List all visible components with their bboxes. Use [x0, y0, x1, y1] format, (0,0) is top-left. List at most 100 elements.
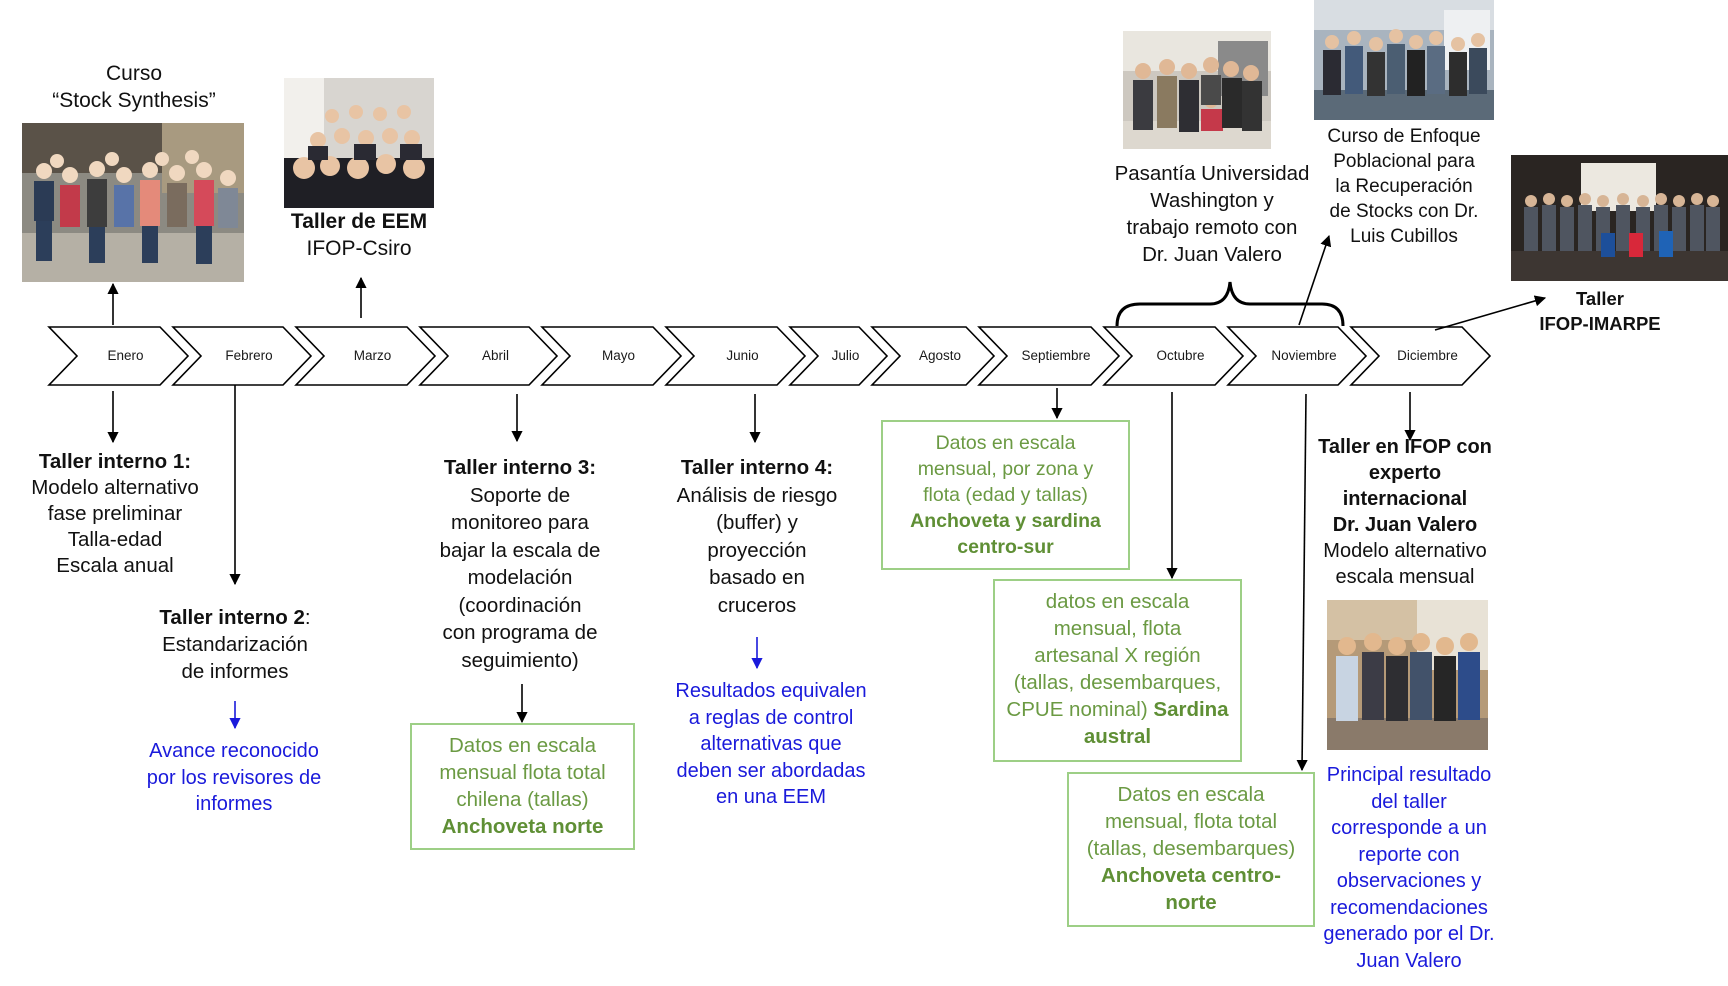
- t1-title: Taller interno 1:: [38, 450, 192, 473]
- t3-box-line3: chilena (tallas): [456, 788, 589, 811]
- month-chevrons: [47, 326, 1492, 386]
- imarpe-line2: IFOP-IMARPE: [1539, 313, 1661, 334]
- chevron-diciembre: [1349, 326, 1492, 386]
- arrow-noviembre-down: [1296, 393, 1308, 772]
- washington-line4: Dr. Juan Valero: [1142, 243, 1282, 266]
- month-label-agosto: Agosto: [918, 348, 962, 363]
- t1-line1: Modelo alternativo: [31, 476, 199, 499]
- month-label-julio: Julio: [831, 348, 860, 363]
- oct-box-bold2: austral: [1083, 725, 1152, 748]
- month-label-noviembre: Noviembre: [1271, 348, 1337, 363]
- month-label-septiembre: Septiembre: [1021, 348, 1091, 363]
- t1-line3: Talla-edad: [67, 528, 163, 551]
- t4-line2: (buffer) y: [716, 511, 798, 534]
- sep-box-line3: flota (edad y tallas): [923, 484, 1088, 506]
- cubillos-line3: la Recuperación: [1335, 176, 1473, 197]
- t2-result-line2: por los revisores de: [146, 766, 322, 789]
- photo-stock-synthesis: [22, 123, 244, 282]
- oct-box-line4: (tallas, desembarques,: [1013, 671, 1222, 694]
- dic-line2: escala mensual: [1335, 566, 1475, 588]
- cubillos-line5: Luis Cubillos: [1350, 226, 1458, 247]
- t3-line4: modelación: [467, 566, 573, 589]
- t3-line5: (coordinación: [458, 593, 582, 617]
- chevron-mayo: [540, 326, 683, 386]
- washington-line1: Pasantía Universidad: [1114, 162, 1310, 185]
- t4-line1: Análisis de riesgo: [676, 483, 838, 507]
- t3-line6: con programa de: [442, 621, 598, 644]
- t3-line1: Soporte de: [469, 483, 571, 507]
- t3-line3: bajar la escala de: [439, 538, 601, 562]
- arrow-noviembre-up: [1298, 234, 1332, 326]
- photo-eem: [284, 78, 434, 208]
- t2-title: Taller interno 2: [159, 606, 305, 629]
- washington-line3: trabajo remoto con: [1126, 216, 1298, 239]
- t2-result: Avance reconocido por los revisores de i…: [134, 738, 334, 818]
- dic-bold4: Dr. Juan Valero: [1332, 514, 1478, 536]
- eem-subtitle: IFOP-Csiro: [306, 237, 412, 260]
- dic-line1: Modelo alternativo: [1323, 540, 1487, 562]
- stock-synthesis-line1: Curso: [105, 62, 163, 85]
- month-label-abril: Abril: [481, 348, 509, 363]
- t4-line5: cruceros: [717, 593, 797, 617]
- chevron-febrero: [171, 326, 313, 386]
- dic-result-line7: generado por el Dr.: [1323, 923, 1495, 945]
- month-label-marzo: Marzo: [353, 348, 392, 363]
- t3-box-line2: mensual flota total: [439, 761, 606, 784]
- t2-result-line3: informes: [195, 793, 273, 815]
- nov-box-line1: Datos en escala: [1117, 783, 1265, 806]
- diciembre-taller: Taller en IFOP con experto internacional…: [1305, 434, 1505, 590]
- t3-line7: seguimiento): [461, 648, 579, 672]
- t3-title: Taller interno 3:: [443, 456, 597, 479]
- t4-line3: proyección: [707, 538, 807, 562]
- t4-result-line4: deben ser abordadas: [676, 759, 866, 782]
- t1-line2: fase preliminar: [47, 502, 183, 525]
- month-label-febrero: Febrero: [225, 348, 273, 363]
- taller-interno-2: Taller interno 2: Estandarización de inf…: [140, 604, 330, 685]
- t1-line4: Escala anual: [56, 554, 174, 577]
- sep-box-line2: mensual, por zona y: [917, 458, 1094, 480]
- eem-title-bold: Taller de EEM: [290, 210, 428, 233]
- septiembre-data-box: Datos en escala mensual, por zona y flot…: [881, 420, 1130, 570]
- nov-box-line3: (tallas, desembarques): [1086, 837, 1296, 860]
- photo-imarpe: [1511, 155, 1728, 281]
- chevron-enero: [47, 326, 190, 386]
- dic-bold2: experto: [1368, 462, 1442, 484]
- photo-washington: [1123, 31, 1271, 149]
- cubillos-line1: Curso de Enfoque: [1327, 126, 1481, 147]
- dic-result-line5: observaciones y: [1336, 870, 1482, 892]
- chevron-junio: [664, 326, 807, 386]
- t3-data-box: Datos en escala mensual flota total chil…: [410, 723, 635, 850]
- diciembre-result: Principal resultado del taller correspon…: [1314, 762, 1504, 974]
- stock-synthesis-title: Curso “Stock Synthesis”: [22, 60, 246, 114]
- t4-result-line3: alternativas que: [700, 733, 842, 755]
- dic-result-line8: Juan Valero: [1356, 949, 1462, 972]
- month-label-enero: Enero: [107, 348, 144, 363]
- t4-line4: basado en: [709, 566, 805, 589]
- cubillos-line4: de Stocks con Dr.: [1329, 201, 1479, 222]
- oct-box-line2: mensual, flota: [1053, 617, 1182, 640]
- chevron-abril: [418, 326, 559, 386]
- taller-interno-4: Taller interno 4: Análisis de riesgo (bu…: [662, 454, 852, 619]
- taller-interno-1: Taller interno 1: Modelo alternativo fas…: [20, 449, 210, 579]
- stock-synthesis-line2: “Stock Synthesis”: [52, 89, 216, 112]
- oct-box-line1: datos en escala: [1045, 590, 1190, 613]
- dic-bold1: Taller en IFOP con: [1318, 436, 1492, 458]
- arrow-diciembre-right: [1434, 295, 1547, 331]
- sep-box-bold1: Anchoveta y sardina: [910, 510, 1101, 532]
- chevron-julio: [788, 326, 889, 386]
- dic-result-line4: reporte con: [1358, 843, 1460, 866]
- t3-box-bold: Anchoveta norte: [441, 815, 604, 838]
- washington-text: Pasantía Universidad Washington y trabaj…: [1100, 160, 1324, 268]
- month-label-octubre: Octubre: [1156, 348, 1205, 363]
- t4-result-line1: Resultados equivalen: [675, 680, 867, 702]
- t4-title: Taller interno 4:: [680, 456, 834, 479]
- chevron-agosto: [870, 326, 996, 386]
- dic-result-line2: del taller: [1371, 790, 1447, 813]
- imarpe-line1: Taller: [1576, 288, 1624, 309]
- t3-box-line1: Datos en escala: [448, 734, 596, 757]
- t2-line1: Estandarización: [162, 633, 308, 656]
- photo-cubillos: [1314, 0, 1494, 120]
- oct-box-bold1: Sardina: [1153, 698, 1229, 721]
- chevron-noviembre: [1226, 326, 1368, 386]
- t4-result: Resultados equivalen a reglas de control…: [665, 678, 877, 811]
